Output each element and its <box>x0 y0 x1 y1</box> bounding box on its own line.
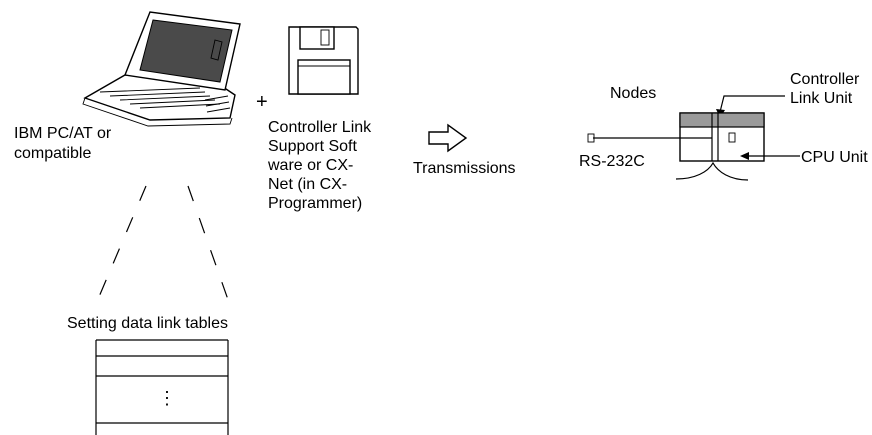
floppy-disk-icon <box>288 26 359 95</box>
dashed-projection-line-right <box>187 185 233 312</box>
computer-label-line-1: IBM PC/AT or <box>14 125 112 142</box>
controller-link-pointer-arrow <box>719 95 785 113</box>
software-label-line-5: Programmer) <box>268 195 362 212</box>
laptop-icon <box>82 11 241 127</box>
controller-link-unit-label-line-2: Link Unit <box>790 90 853 107</box>
rs232c-label: RS-232C <box>579 153 645 170</box>
cpu-unit-label: CPU Unit <box>801 149 868 166</box>
rs232c-connector <box>587 133 595 143</box>
plc-unit-icon <box>679 112 765 162</box>
network-cable-curve <box>675 161 749 181</box>
data-link-table <box>95 339 229 435</box>
dashed-projection-line-left <box>92 185 147 312</box>
plus-sign: + <box>256 91 268 113</box>
nodes-label: Nodes <box>610 85 656 102</box>
cpu-unit-pointer-head <box>740 152 749 160</box>
transmissions-label: Transmissions <box>413 160 516 177</box>
software-label-line-1: Controller Link <box>268 119 372 136</box>
table-title: Setting data link tables <box>67 315 228 332</box>
computer-label-line-2: compatible <box>14 145 91 162</box>
software-label-line-2: Support Soft <box>268 138 358 155</box>
controller-link-unit-label-line-1: Controller <box>790 71 860 88</box>
table-ellipsis: ⋮ <box>158 388 176 408</box>
software-label-line-4: Net (in CX- <box>268 176 347 193</box>
transmission-arrow-icon <box>428 123 468 153</box>
software-label-line-3: ware or CX- <box>267 157 353 174</box>
